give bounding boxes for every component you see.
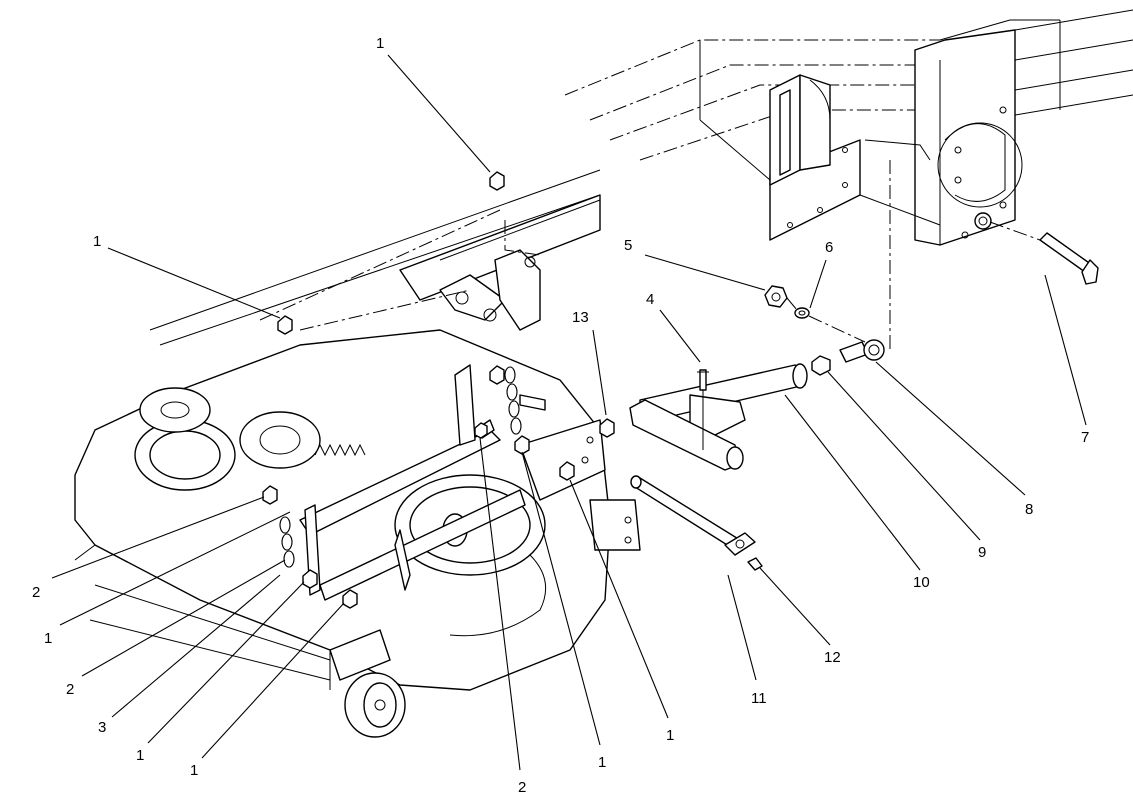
- lift-chain-left: [279, 516, 295, 568]
- callout-1-e: 1: [598, 754, 606, 771]
- callout-2-b: 2: [66, 681, 74, 698]
- callout-2-a: 2: [32, 584, 40, 601]
- callout-10: 10: [913, 574, 930, 591]
- callout-6: 6: [825, 239, 833, 256]
- callout-1-f: 1: [666, 727, 674, 744]
- callout-1-top: 1: [376, 35, 384, 52]
- callout-13: 13: [572, 309, 589, 326]
- callout-9: 9: [978, 544, 986, 561]
- callout-11: 11: [751, 690, 767, 707]
- callout-1-left: 1: [93, 233, 101, 250]
- leader-lines: [51, 54, 1087, 771]
- rod-end-hardware: [764, 285, 885, 376]
- tractor-frame-assembly: [564, 9, 1133, 350]
- callout-3: 3: [98, 719, 106, 736]
- lift-arm-10: [629, 363, 808, 471]
- callout-5: 5: [624, 237, 632, 254]
- callout-12: 12: [824, 649, 841, 666]
- mower-deck-assembly: [74, 169, 641, 738]
- callout-labels: 1 1 5 6 4 13 7 8 9 10 12 11 2 1 2 3 1 1 …: [32, 35, 1089, 796]
- callout-8: 8: [1025, 501, 1033, 518]
- callout-1-d: 1: [190, 762, 198, 779]
- callout-7: 7: [1081, 429, 1089, 446]
- callout-1-c: 1: [136, 747, 144, 764]
- bolt-7: [974, 212, 1099, 285]
- callout-2-c: 2: [518, 779, 526, 796]
- hex-nuts: [262, 171, 615, 609]
- pivot-pin-11: [630, 475, 763, 571]
- callout-1-b: 1: [44, 630, 52, 647]
- callout-4: 4: [646, 291, 654, 308]
- lift-chain-right: [504, 366, 522, 435]
